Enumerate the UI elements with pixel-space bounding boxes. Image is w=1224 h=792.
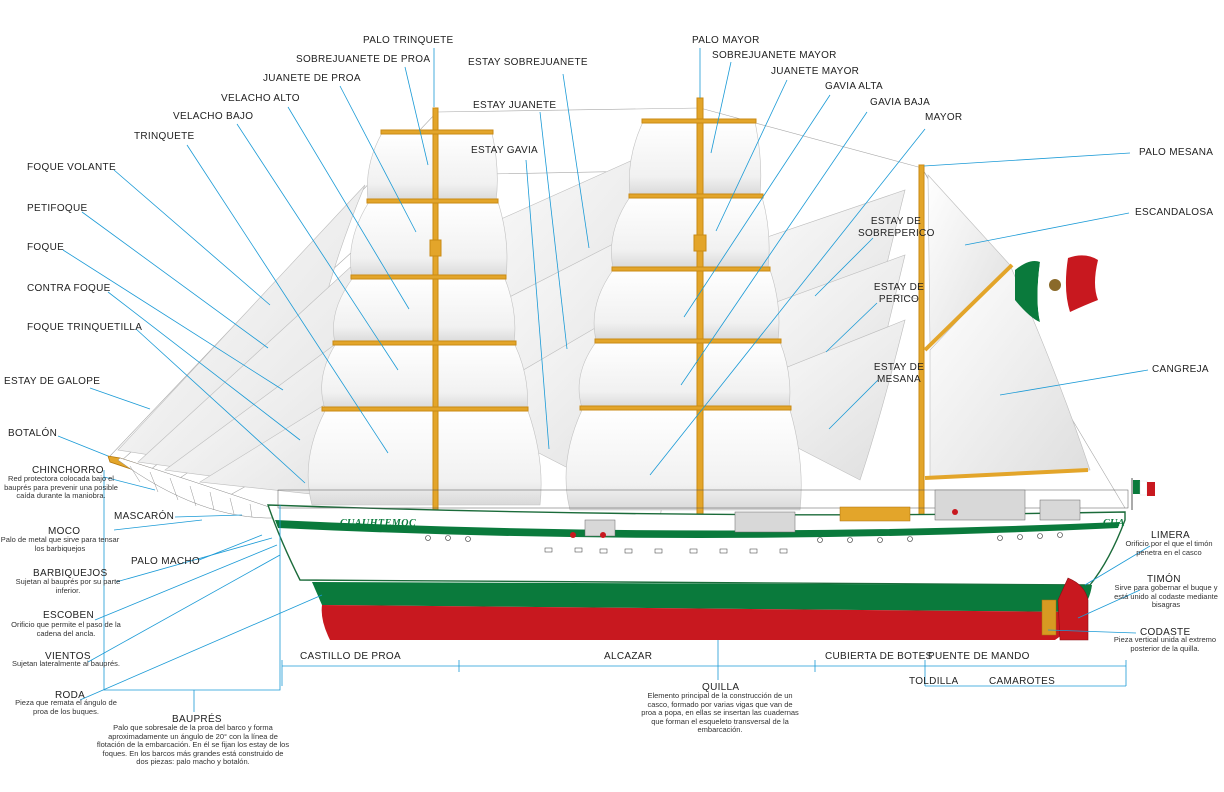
label-estay-sobreperico-1: ESTAY DE: [870, 216, 922, 227]
label-mascaron: MASCARÓN: [114, 511, 175, 522]
desc-codaste: Pieza vertical unida al extremo posterio…: [1113, 635, 1217, 653]
label-alcazar: ALCAZAR: [604, 651, 653, 662]
desc-escoben: Orificio que permite el paso de la caden…: [11, 620, 121, 638]
label-escoben: ESCOBEN: [43, 610, 95, 621]
label-velacho-bajo: VELACHO BAJO: [173, 111, 254, 122]
label-castillo-proa: CASTILLO DE PROA: [300, 651, 401, 662]
desc-barbiquejos: Sujetan al bauprés por su parte inferior…: [15, 577, 121, 595]
label-camarotes: CAMAROTES: [989, 676, 1056, 687]
label-sobrejuanete-mayor: SOBREJUANETE MAYOR: [712, 50, 837, 61]
label-timon: TIMÓN: [1147, 574, 1181, 585]
label-gavia-baja: GAVIA BAJA: [870, 97, 931, 108]
desc-baupres: Palo que sobresale de la proa del barco …: [96, 723, 290, 766]
desc-limera: Orificio por el que el timón penetra en …: [1125, 539, 1213, 557]
label-estay-perico-2: PERICO: [878, 294, 920, 305]
label-escandalosa: ESCANDALOSA: [1135, 207, 1214, 218]
label-roda: RODA: [55, 690, 86, 701]
desc-quilla: Elemento principal de la construcción de…: [641, 691, 799, 734]
mexican-flag-small: [1131, 478, 1155, 510]
label-codaste: CODASTE: [1140, 627, 1191, 638]
label-quilla: QUILLA: [702, 682, 740, 693]
desc-roda: Pieza que remata el ángulo de proa de lo…: [15, 698, 117, 716]
leader-lines: [57, 48, 1151, 712]
label-vientos: VIENTOS: [45, 651, 91, 662]
label-juanete-mayor: JUANETE MAYOR: [771, 66, 860, 77]
label-baupres: BAUPRÉS: [172, 714, 222, 725]
desc-moco: Palo de metal que sirve para tensar los …: [0, 535, 120, 553]
label-botalon: BOTALÓN: [8, 428, 58, 439]
label-estay-galope: ESTAY DE GALOPE: [4, 376, 101, 387]
hull: [267, 489, 1129, 641]
label-palo-mayor: PALO MAYOR: [692, 35, 760, 46]
label-estay-sobrejuanete: ESTAY SOBREJUANETE: [468, 57, 588, 68]
label-estay-perico-1: ESTAY DE: [873, 282, 925, 293]
label-palo-macho: PALO MACHO: [131, 556, 200, 567]
mexican-flag-large: [1015, 255, 1098, 322]
label-toldilla: TOLDILLA: [909, 676, 959, 687]
label-petifoque: PETIFOQUE: [27, 203, 88, 214]
desc-timon: Sirve para gobernar el buque y está unid…: [1114, 583, 1218, 609]
label-velacho-alto: VELACHO ALTO: [221, 93, 300, 104]
label-foque-volante: FOQUE VOLANTE: [27, 162, 116, 173]
label-palo-trinquete: PALO TRINQUETE: [363, 35, 454, 46]
mizzen-staysails: [699, 189, 906, 481]
label-chinchorro: CHINCHORRO: [32, 465, 104, 476]
label-trinquete: TRINQUETE: [134, 131, 195, 142]
mizzen-sails: [927, 174, 1091, 479]
label-palo-mesana: PALO MESANA: [1139, 147, 1214, 158]
label-puente-mando: PUENTE DE MANDO: [928, 651, 1030, 662]
label-limera: LIMERA: [1151, 530, 1191, 541]
label-contra-foque: CONTRA FOQUE: [27, 283, 111, 294]
label-cangreja: CANGREJA: [1152, 364, 1209, 375]
label-moco: MOCO: [48, 526, 81, 537]
label-foque-trinquetilla: FOQUE TRINQUETILLA: [27, 322, 143, 333]
label-gavia-alta: GAVIA ALTA: [825, 81, 884, 92]
label-cubierta-botes: CUBIERTA DE BOTES: [825, 651, 933, 662]
label-estay-mesana-2: MESANA: [876, 374, 922, 385]
label-juanete-proa: JUANETE DE PROA: [263, 73, 361, 84]
label-estay-juanete: ESTAY JUANETE: [473, 100, 557, 111]
main-square-sails: [565, 121, 802, 511]
label-sobrejuanete-proa: SOBREJUANETE DE PROA: [296, 54, 431, 65]
desc-chinchorro: Red protectora colocada bajo el bauprés …: [4, 474, 118, 500]
label-barbiquejos: BARBIQUEJOS: [33, 568, 108, 579]
hull-name-bow: CUAUHTEMOC: [340, 518, 417, 529]
label-mayor: MAYOR: [925, 112, 963, 123]
masts: [321, 97, 1089, 539]
label-estay-mesana-1: ESTAY DE: [873, 362, 925, 373]
hull-name-stern: CUAUHTEMOC: [1103, 518, 1125, 529]
label-estay-gavia: ESTAY GAVIA: [471, 145, 539, 156]
fore-square-sails: [307, 132, 542, 506]
label-foque: FOQUE: [27, 242, 65, 253]
desc-vientos: Sujetan lateralmente al bauprés.: [12, 659, 120, 668]
label-estay-sobreperico-2: SOBREPERICO: [858, 228, 935, 239]
